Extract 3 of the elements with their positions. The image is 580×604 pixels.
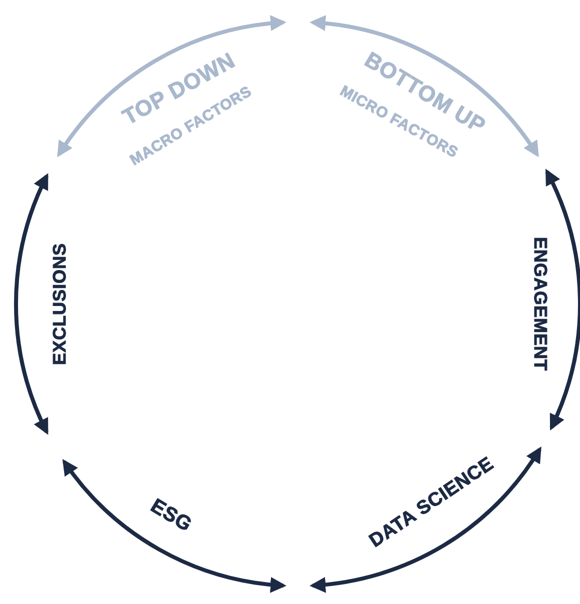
segment-label: ENGAGEMENT [530,237,550,371]
segment-label: ESG [146,494,196,537]
segment-label: EXCLUSIONS [50,242,70,366]
